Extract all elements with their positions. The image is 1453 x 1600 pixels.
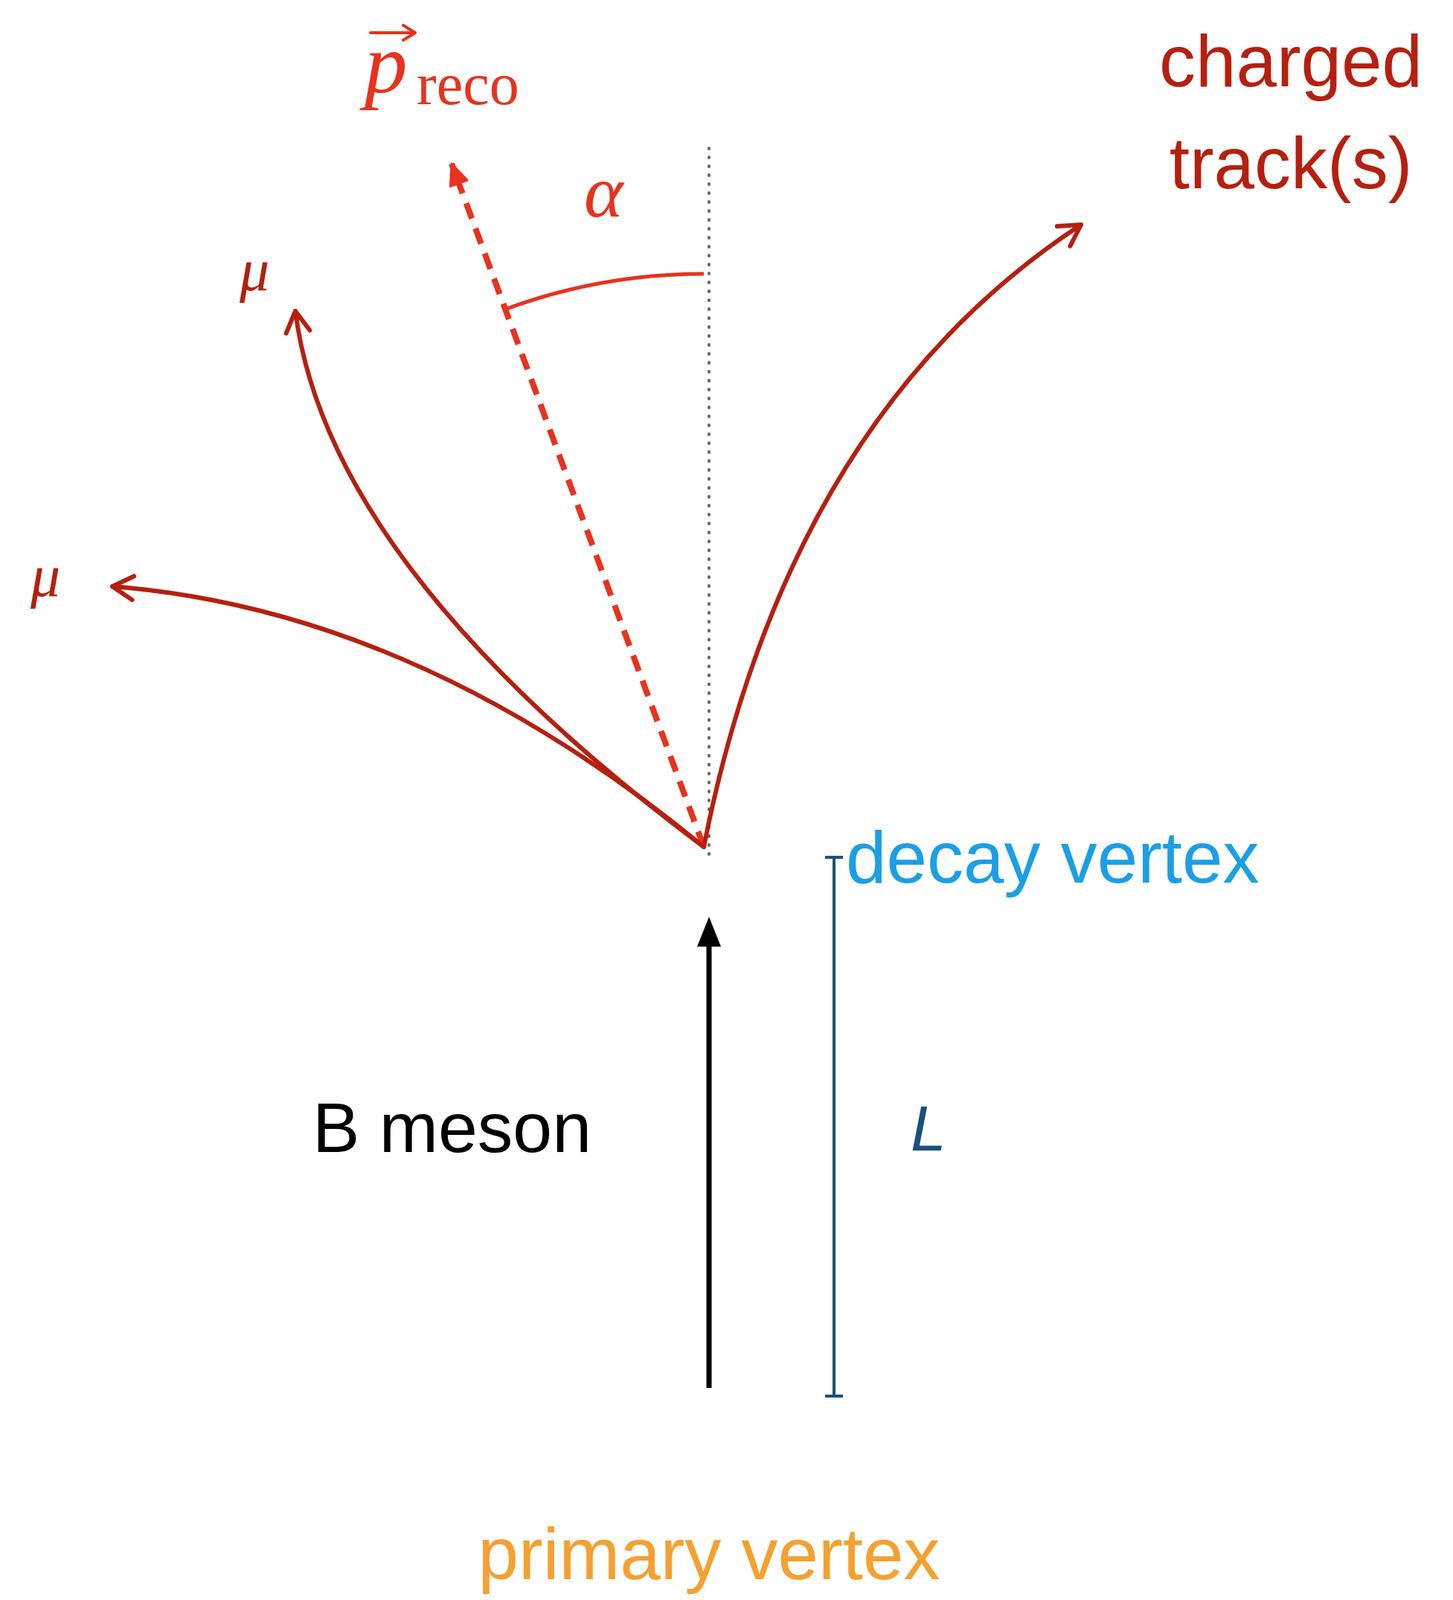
track-label: charged track(s) [1134,10,1448,215]
vertex-circle [649,797,769,917]
angle-arc [504,273,704,310]
muon-track [112,586,704,847]
muon-track [295,310,704,847]
angle-symbol: α [584,154,624,230]
arrow-head [697,916,721,947]
vertex-label: decay vertex [845,820,1260,894]
meson-flight-arrow [706,938,712,1388]
charged-track [703,224,1082,847]
vertex-label: primary vertex [478,1516,941,1590]
collision-star [601,1280,817,1495]
edge-label: B meson [312,1092,592,1163]
length-bracket [825,857,843,1396]
muon-label: μ [239,240,270,300]
length-label: L [910,1095,947,1160]
reference-axis [707,148,711,856]
vector-subscript: reco [416,54,520,114]
decay-vertex: decay vertex [649,797,769,917]
primary-vertex: primary vertex [601,1280,817,1495]
vector-symbol: p [364,20,408,107]
muon-label: μ [30,546,61,606]
